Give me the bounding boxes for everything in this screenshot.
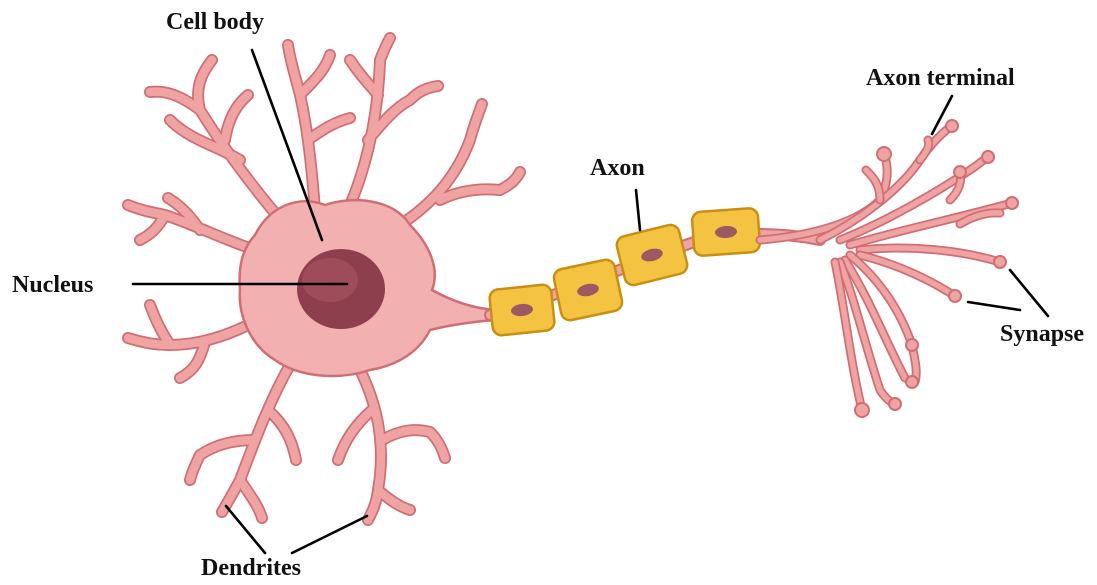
synapse-label: Synapse: [1000, 322, 1084, 346]
synaptic-bulb: [946, 120, 958, 132]
myelin-sheath: [692, 208, 761, 256]
myelin-sheath: [552, 258, 623, 322]
axon-terminal-branches: [760, 127, 1012, 410]
synaptic-bulb: [982, 151, 994, 163]
synaptic-bulbs: [855, 120, 1018, 417]
dendrite-branch: [288, 45, 350, 210]
synaptic-bulb: [855, 403, 869, 417]
dendrites-label: Dendrites: [201, 556, 301, 580]
synaptic-bulb: [889, 398, 901, 410]
synaptic-bulb: [1006, 197, 1018, 209]
myelin-sheaths: [489, 208, 761, 336]
nucleus-shape: [297, 249, 385, 329]
myelin-sheath: [615, 223, 689, 287]
synaptic-bulb: [949, 290, 961, 302]
nucleus-label: Nucleus: [12, 273, 93, 297]
synaptic-bulb: [906, 339, 918, 351]
synaptic-bulb: [877, 147, 891, 161]
dendrite-branch: [338, 370, 445, 520]
cell-body-label: Cell body: [166, 10, 264, 34]
axon-terminal-label: Axon terminal: [866, 66, 1015, 90]
dendrite-branch: [400, 104, 520, 225]
dendrite-branch: [350, 38, 438, 205]
myelin-sheath: [489, 284, 555, 336]
leader-synapse-lower: [968, 302, 1020, 310]
leader-dendrites-right: [292, 516, 367, 553]
dendrite-branch: [128, 305, 258, 378]
leader-axon: [636, 190, 640, 230]
synaptic-bulb: [954, 166, 966, 178]
axon-label: Axon: [590, 156, 645, 180]
synaptic-bulb: [994, 256, 1006, 268]
synaptic-bulb: [906, 376, 918, 388]
